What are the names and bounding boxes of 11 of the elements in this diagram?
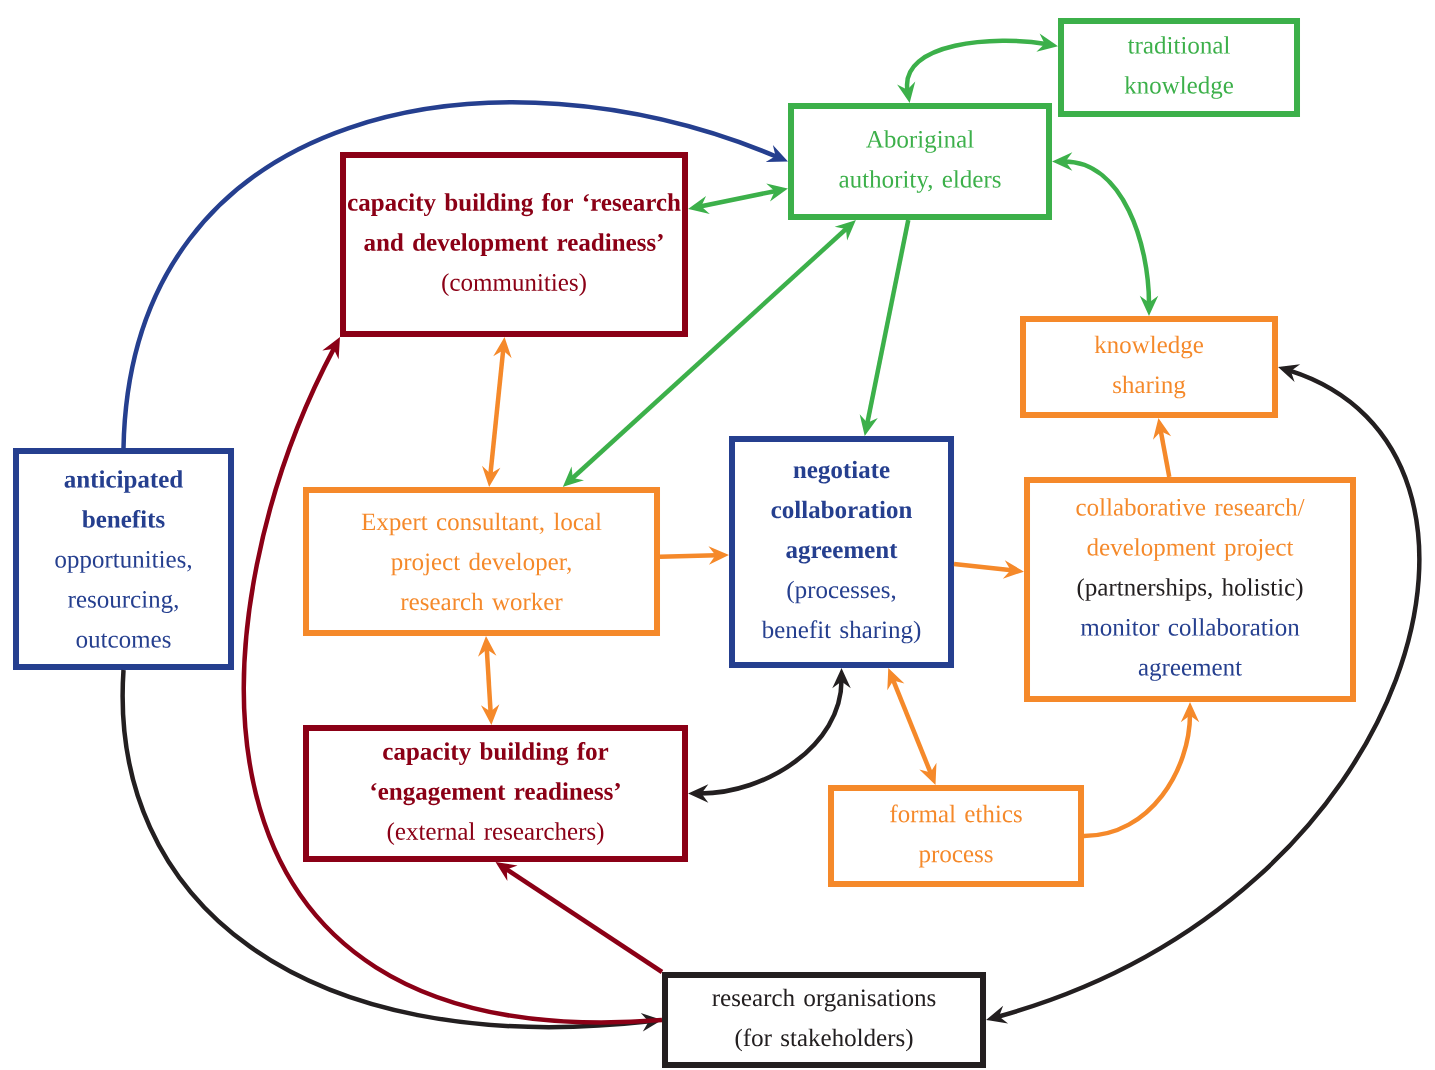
text-box: anticipated benefits opportunities, resourcing, outcomes bbox=[13, 448, 234, 670]
text-box: collaborative research/ development project (partnerships, holistic) monitor collaboration agreement bbox=[1024, 477, 1356, 702]
text-box: Aboriginal authority, elders bbox=[788, 103, 1052, 220]
text-box: capacity building for ‘research and development readiness’ (communities) bbox=[340, 152, 688, 337]
text-box: formal ethics process bbox=[828, 785, 1084, 887]
text-box: capacity building for ‘engagement readiness’ (external researchers) bbox=[303, 725, 688, 862]
text-box: traditional knowledge bbox=[1058, 18, 1300, 117]
text-box: knowledge sharing bbox=[1020, 316, 1278, 418]
text-box: negotiate collaboration agreement (processes, benefit sharing) bbox=[729, 436, 954, 668]
text-box: Expert consultant, local project developer, research worker bbox=[303, 487, 660, 636]
text-box: research organisations (for stakeholders) bbox=[662, 972, 986, 1068]
